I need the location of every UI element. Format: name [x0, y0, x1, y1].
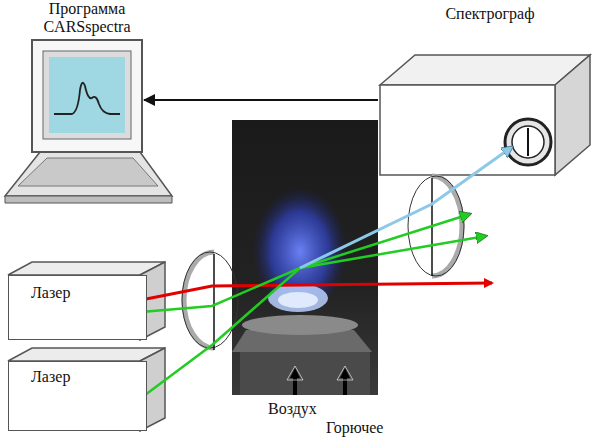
inlet-label: Воздух	[268, 400, 317, 418]
node-label: Лазер	[31, 284, 146, 302]
spectrograph-node: Спектрограф	[380, 85, 555, 175]
inlet-label: Горючее	[326, 419, 383, 437]
laser-drawing	[8, 262, 165, 431]
node-heading: Спектрограф	[410, 5, 570, 23]
node-label: Лазер	[31, 368, 146, 386]
lens	[182, 252, 238, 350]
laser-box: Лазер	[8, 361, 147, 431]
signal-arrow	[144, 99, 378, 101]
laser-beams	[141, 147, 512, 398]
laptop-drawing	[5, 40, 172, 203]
node-heading: Программа CARSspectra	[22, 0, 152, 37]
spectrograph-drawing	[380, 55, 590, 175]
laptop-node: Программа CARSspectra	[32, 40, 142, 152]
laser-box: Лазер	[8, 275, 147, 340]
